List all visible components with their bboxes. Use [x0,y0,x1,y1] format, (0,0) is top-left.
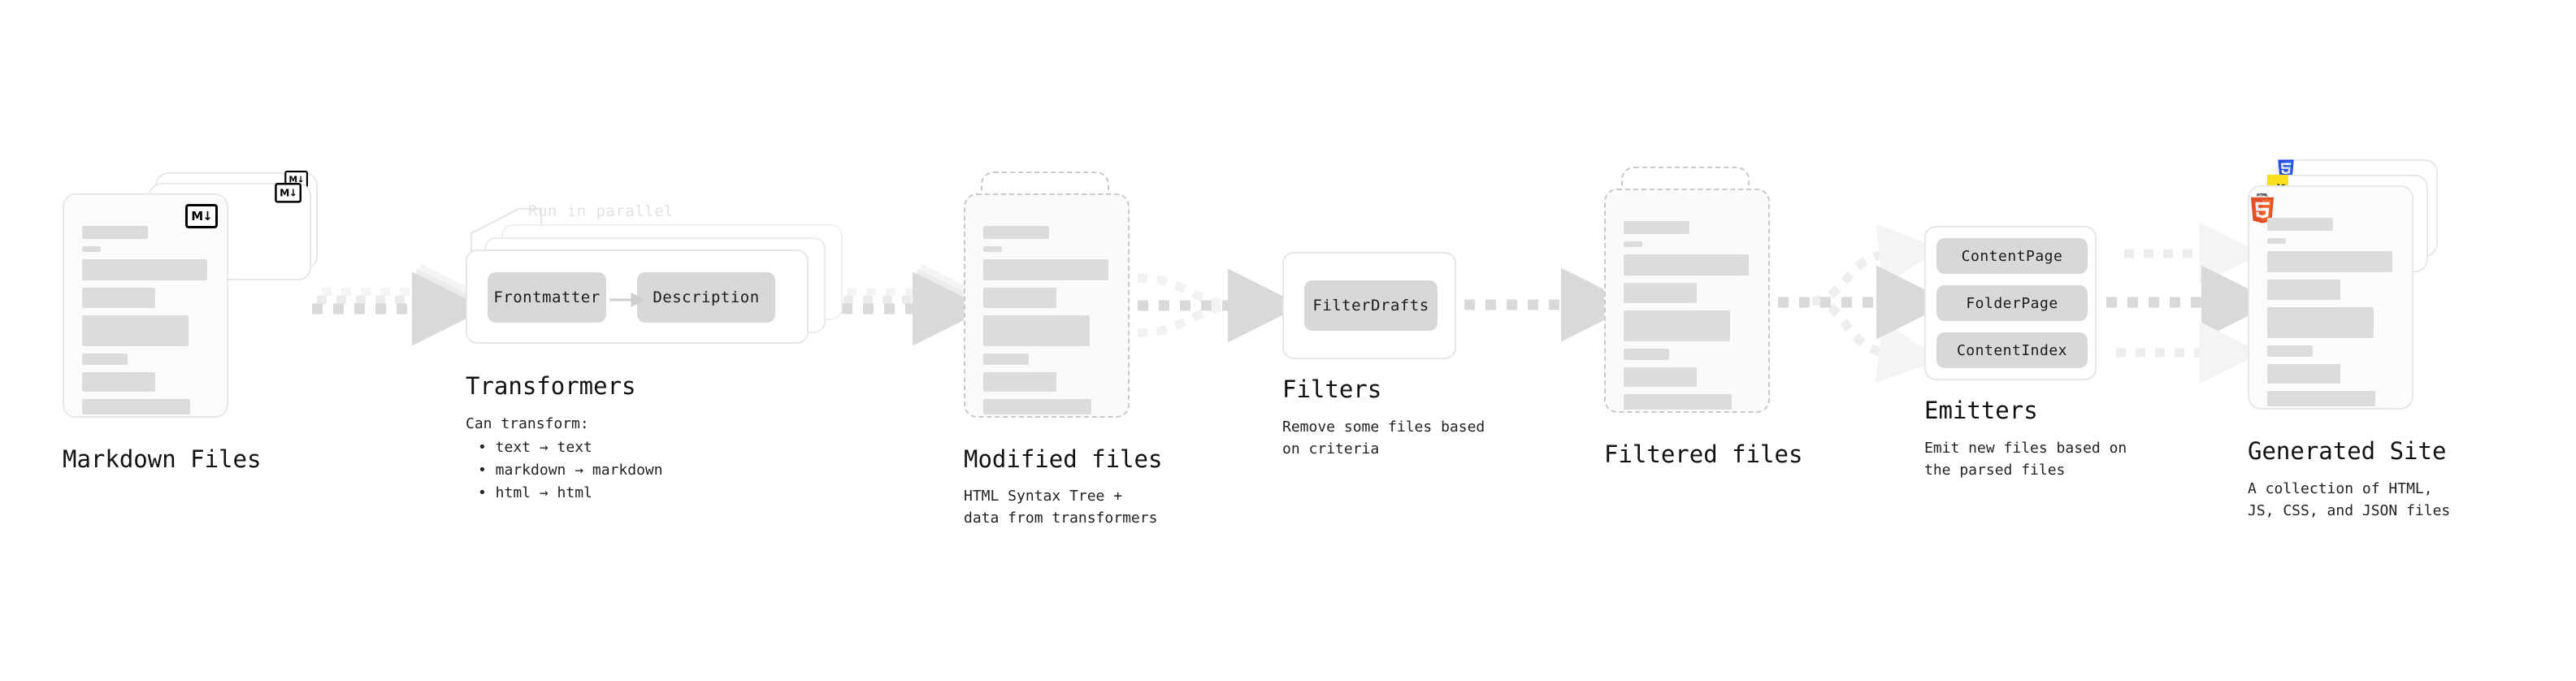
skeleton-bar [2267,251,2393,272]
markdown-card-front: M↓ [63,193,228,418]
skeleton-bar [1624,241,1643,247]
skeleton-bar [82,288,156,308]
skeleton-bar [2267,391,2375,406]
skeleton-bar [82,259,208,280]
markdown-badge: M↓ [275,183,301,203]
skeleton-bar [1624,310,1731,341]
run-in-parallel-bracket [470,207,543,262]
skeleton-bar [983,246,1003,252]
stage-title-modified-files: Modified files [964,445,1163,473]
transformers-bullet-1: • markdown → markdown [478,462,663,479]
connector-filtered-to-emitters [1778,223,1950,384]
stage-subtitle-emitters: Emit new files based on the parsed files [1924,440,2127,479]
stage-subtitle-filters: Remove some files based on criteria [1282,419,1485,458]
skeleton-bar [2267,307,2374,338]
skeleton-bar [983,288,1057,308]
markdown-badge: M↓ [185,204,218,228]
skeleton-bar [2267,280,2341,300]
stage-title-emitters: Emitters [1924,397,2038,424]
skeleton-bar [2267,345,2314,357]
skeleton-bar [1624,367,1698,387]
skeleton-bar [1624,394,1732,410]
skeleton-bar [82,399,190,414]
html5-icon: HTML [2250,193,2275,223]
filter-node-filterdrafts[interactable]: FilterDrafts [1304,280,1438,331]
transformer-node-frontmatter[interactable]: Frontmatter [488,272,606,323]
skeleton-bars [82,219,209,422]
stage-subtitle-transformers: Can transform: [466,415,589,432]
emitter-node-contentindex[interactable]: ContentIndex [1936,332,2088,368]
transformer-card-front: Frontmatter Description [466,249,809,344]
stage-subtitle-generated-site: A collection of HTML, JS, CSS, and JSON … [2248,480,2451,519]
skeleton-bar [1624,349,1670,360]
stage-title-filtered-files: Filtered files [1604,440,1803,468]
skeleton-bar [1624,254,1750,275]
skeleton-bar [983,259,1109,280]
connector-markdown-to-transformers [312,263,486,346]
stage-title-filters: Filters [1282,375,1382,403]
skeleton-bars [2267,211,2394,414]
run-in-parallel-label: Run in parallel [528,202,674,220]
skeleton-bar [82,226,149,239]
skeleton-bar [82,315,189,346]
skeleton-bar [2267,364,2341,384]
skeleton-bar [1624,221,1690,234]
connector-modified-to-filters [1137,268,1302,343]
skeleton-bar [82,354,128,365]
filtered-card-front [1604,189,1770,413]
stage-title-transformers: Transformers [466,372,636,400]
transformers-bullet-0: • text → text [478,439,592,456]
filters-card: FilterDrafts [1282,252,1456,359]
emitter-node-folderpage[interactable]: FolderPage [1936,285,2088,321]
connector-emitters-to-site [2106,222,2275,384]
skeleton-bar [1624,283,1698,303]
skeleton-bar [82,246,102,252]
generated-card-front: HTML [2248,185,2413,410]
skeleton-bar [2267,218,2334,231]
skeleton-bars [983,219,1110,422]
connector-transformers-to-modified [821,263,987,346]
stage-title-markdown-files: Markdown Files [63,445,262,473]
transformers-bullet-2: • html → html [478,484,592,501]
skeleton-bar [983,226,1050,239]
skeleton-bar [983,315,1091,346]
emitter-node-contentpage[interactable]: ContentPage [1936,238,2088,274]
skeleton-bar [983,399,1091,414]
transformer-node-description[interactable]: Description [637,272,775,323]
css3-icon [2278,159,2294,178]
svg-text:HTML: HTML [2257,193,2268,198]
skeleton-bar [983,372,1057,392]
skeleton-bars [1624,215,1750,417]
skeleton-bar [82,372,156,392]
stage-title-generated-site: Generated Site [2248,437,2447,465]
modified-card-front [964,193,1130,418]
skeleton-bar [983,354,1030,365]
stage-subtitle-modified-files: HTML Syntax Tree + data from transformer… [964,488,1158,527]
emitters-card: ContentPage FolderPage ContentIndex [1924,226,2097,380]
transformer-inner-arrow [609,293,646,307]
skeleton-bar [2267,238,2287,244]
